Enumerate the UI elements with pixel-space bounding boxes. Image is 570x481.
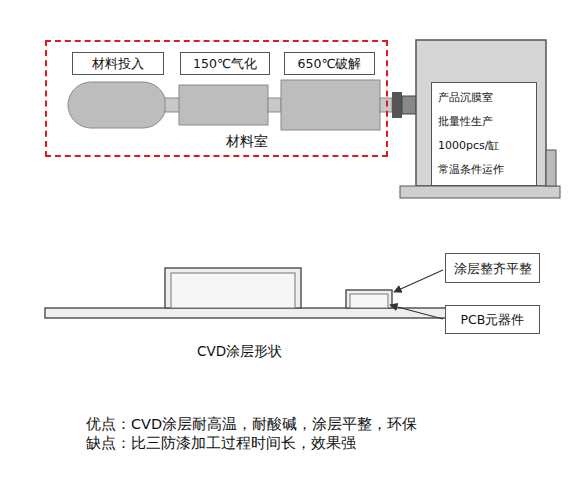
component-body [171, 273, 295, 308]
label-box: 材料投入 [72, 52, 164, 75]
cracking-chamber [281, 80, 380, 130]
label-box: 650℃破解 [284, 52, 375, 75]
callout-box: 涂层整齐平整 [445, 253, 540, 283]
coupling [392, 92, 402, 118]
node-text: 批量性生产 [438, 115, 530, 128]
node-text: 产品沉膜室 [438, 91, 530, 104]
node-text: 涂层整齐平整 [454, 261, 532, 276]
pipe [268, 98, 281, 112]
panel-box: 产品沉膜室批量性生产 1000pcs/缸常温条件运作 [431, 82, 537, 186]
machine-base [400, 186, 560, 198]
pipe [165, 98, 180, 112]
label-box: 150℃气化 [180, 52, 270, 75]
node-text: PCB元器件 [461, 312, 525, 327]
node-text: 1000pcs/缸 [438, 139, 530, 152]
region-title: 材料室 [47, 133, 386, 150]
figure-label: CVD涂层形状 [197, 343, 282, 361]
material-capsule [68, 82, 166, 128]
pipe [380, 98, 392, 112]
node-text: 材料投入 [92, 56, 144, 71]
note-text: 缺点：比三防漆加工过程时间长，效果强 [86, 434, 356, 453]
note-text: 优点：CVD涂层耐高温，耐酸碱，涂层平整，环保 [86, 415, 417, 434]
node-text: 650℃破解 [298, 56, 362, 71]
callout-box: PCB元器件 [445, 305, 540, 334]
leader-arrow [390, 305, 443, 319]
coated-component [346, 290, 392, 308]
coated-component [165, 268, 301, 308]
machine-stand [546, 150, 556, 186]
node-text: 常温条件运作 [438, 163, 530, 176]
vaporizer-chamber [179, 85, 268, 125]
coupling [402, 96, 416, 114]
deposition-chamber [416, 40, 546, 186]
leader-arrow [394, 270, 443, 292]
region-box: 材料室 材料投入 150℃气化 650℃破解 [45, 40, 388, 157]
pcb-board [45, 308, 455, 318]
component-body [350, 294, 388, 308]
node-text: 150℃气化 [193, 56, 257, 71]
